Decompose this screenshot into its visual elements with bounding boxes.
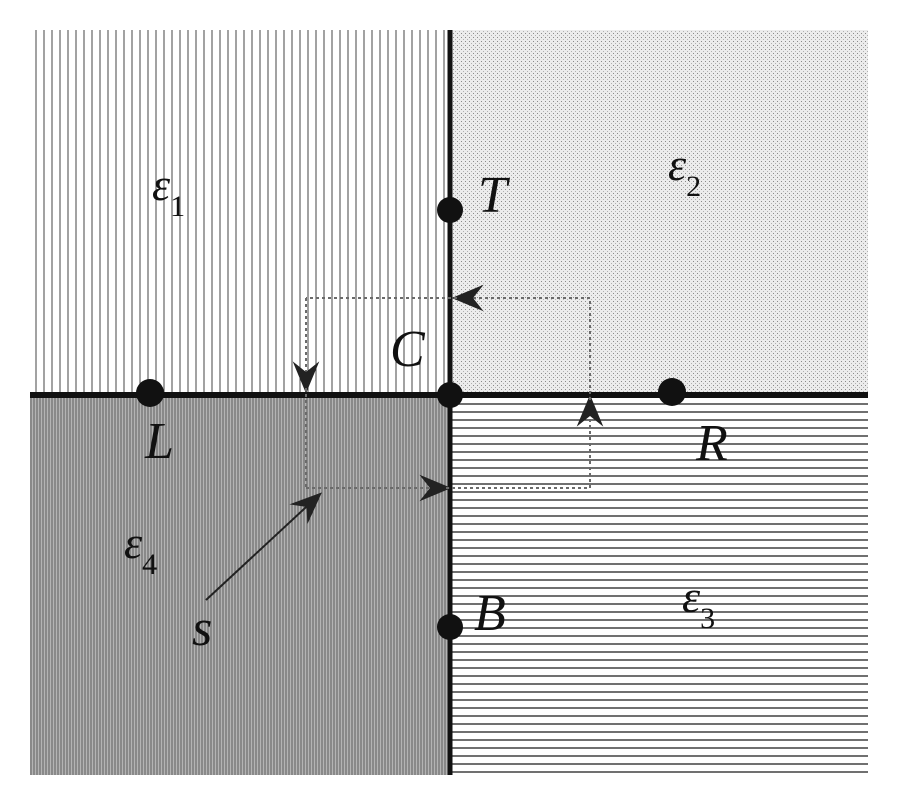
region-epsilon-1-label: ε1: [152, 159, 185, 223]
dotted-integration-path: [292, 284, 604, 502]
point-r-dot: [658, 378, 686, 406]
region-epsilon-2: [450, 30, 868, 395]
source-arrow: [205, 492, 322, 601]
point-b-dot: [437, 614, 463, 640]
region-epsilon-2-label: ε2: [668, 139, 701, 203]
point-l-label: L: [144, 413, 174, 470]
point-b-label: B: [474, 585, 506, 642]
region-epsilon-1: [30, 30, 450, 395]
region-epsilon-4-label: ε4: [124, 517, 157, 581]
region-epsilon-4: [30, 395, 450, 775]
region-epsilon-3: [450, 395, 868, 775]
point-c-label: C: [390, 321, 426, 378]
point-c-dot: [437, 382, 463, 408]
point-t-label: T: [478, 167, 510, 224]
point-l-dot: [136, 379, 164, 407]
point-t-dot: [437, 197, 463, 223]
point-r-label: R: [695, 415, 728, 472]
region-epsilon-3-label: ε3: [682, 571, 715, 635]
source-label: s: [192, 600, 212, 657]
